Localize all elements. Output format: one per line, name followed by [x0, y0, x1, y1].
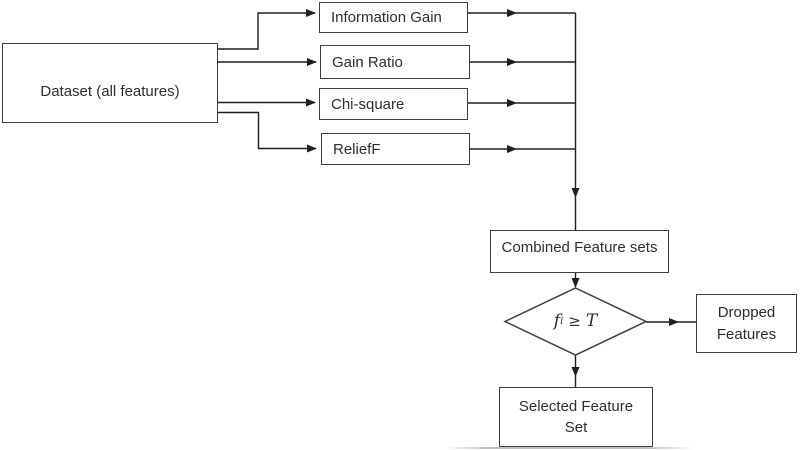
node-combined-feature-sets: Combined Feature sets [490, 230, 669, 273]
node-combined-feature-sets-label: Combined Feature sets [501, 239, 658, 256]
node-dataset: Dataset (all features) [2, 43, 218, 123]
node-relieff: ReliefF [321, 133, 470, 165]
node-chi-square: Chi-square [319, 88, 468, 120]
decision-subscript: i [560, 315, 564, 327]
node-gain-ratio-label: Gain Ratio [332, 53, 403, 71]
node-information-gain: Information Gain [319, 2, 468, 33]
node-dropped-features: Dropped Features [696, 294, 797, 353]
arrow-dataset-to-information-gain [218, 9, 316, 50]
node-dataset-label: Dataset (all features) [40, 83, 180, 100]
node-chi-square-label: Chi-square [331, 95, 405, 113]
node-information-gain-label: Information Gain [331, 9, 442, 26]
node-relieff-label: ReliefF [333, 140, 381, 158]
node-selected-line1: Selected Feature [518, 398, 634, 415]
bottom-shadow-line [445, 447, 693, 449]
node-gain-ratio: Gain Ratio [320, 45, 470, 79]
node-selected-line2: Set [564, 419, 588, 436]
arrow-dataset-to-relieff [218, 111, 317, 153]
decision-variable: f [553, 311, 561, 331]
node-dropped-line1: Dropped [717, 303, 776, 321]
node-dropped-line2: Features [716, 325, 777, 343]
decision-threshold: T [585, 311, 598, 331]
decision-diamond [503, 287, 648, 356]
decision-operator: ≥ [568, 312, 581, 330]
node-selected-feature-set: Selected Feature Set [499, 387, 653, 447]
